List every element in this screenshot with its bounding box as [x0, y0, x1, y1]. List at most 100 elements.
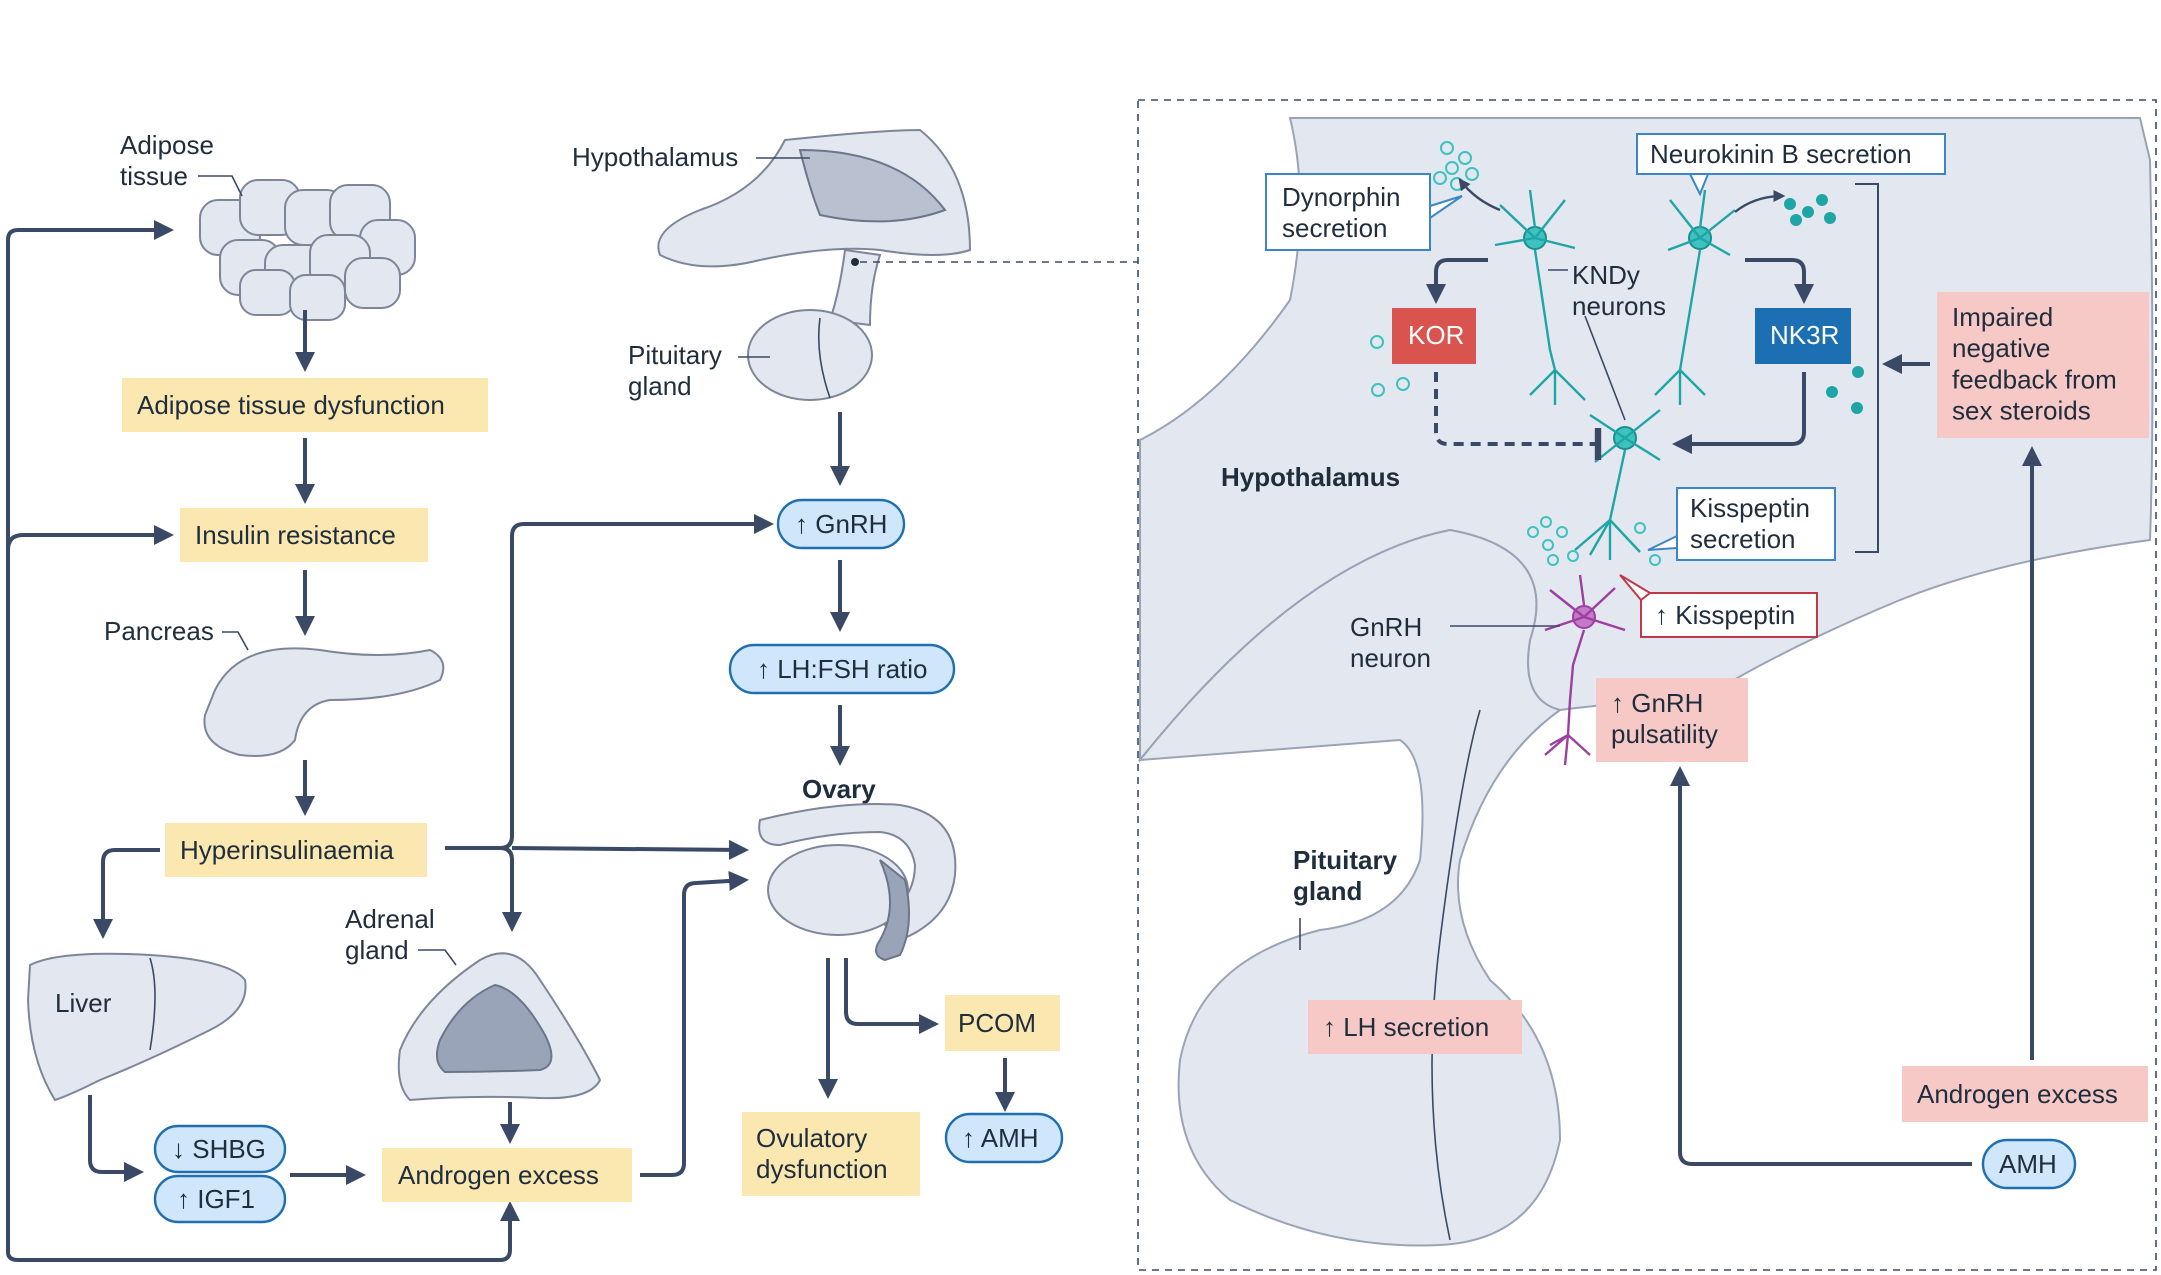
androgen-excess-box-right: [1902, 1066, 2148, 1122]
arrow-androgen-to-ovary: [640, 870, 749, 1177]
neurokinin-text: Neurokinin B secretion: [1650, 139, 1912, 169]
gnrh-neuron-illustration: [1544, 574, 1626, 766]
insulin-resistance-text: Insulin resistance: [195, 520, 396, 550]
pituitary-divide: [817, 317, 831, 399]
dynorphin-granules: [1370, 141, 1479, 397]
amh-pill-right: [1981, 1138, 2077, 1190]
androgen-excess-text-right: Androgen excess: [1917, 1079, 2118, 1109]
kisspeptin-up-callout: [1640, 592, 1818, 638]
kor-text: KOR: [1408, 320, 1464, 350]
hypothalamus-inner: [798, 148, 947, 223]
liver-label: Liver: [55, 988, 112, 1018]
hypothalamus-label-middle: Hypothalamus: [572, 142, 738, 172]
arrow-liver-to-shbg: [88, 1095, 144, 1182]
amh-text-middle: ↑ AMH: [962, 1123, 1039, 1153]
nk3r-text: NK3R: [1770, 320, 1839, 350]
kndy-bracket: [1855, 183, 1879, 553]
pancreas-label: Pancreas: [104, 616, 214, 646]
pituitary-stalk: [828, 248, 882, 327]
nk3r-box: [1755, 308, 1851, 364]
pcom-box: [945, 995, 1060, 1051]
ovary-label: Ovary: [802, 774, 876, 804]
shbg-text: ↓ SHBG: [172, 1134, 266, 1164]
loop-arrow-to-adipose: [6, 220, 174, 1252]
adrenal-medulla: [435, 983, 553, 1074]
gnrh-pill: [776, 498, 906, 550]
arrow-hyper-to-ovary: [511, 839, 749, 860]
adrenal-leader: [418, 949, 457, 966]
loop-bottom-line: [6, 1201, 520, 1262]
dynorphin-release-arrow: [1458, 178, 1501, 212]
ovulatory-box: [742, 1112, 920, 1196]
arrow-kndy1-to-kor: [1426, 258, 1488, 304]
kisspeptin-granules: [1527, 516, 1661, 566]
hyperinsulinaemia-box: [165, 823, 427, 877]
igf1-text: ↑ IGF1: [177, 1184, 255, 1214]
kisspeptin-up-callout-tail: [1619, 574, 1652, 602]
amh-pill-middle: [944, 1112, 1064, 1164]
neurokinin-callout: [1636, 133, 1946, 175]
zoomed-hypothalamus-illustration: [1137, 117, 2154, 1247]
arrow-amh-to-gnrh-pulsatility: [1670, 766, 1972, 1166]
arrow-hyper-to-gnrh: [445, 514, 774, 850]
ovary-illustration: [758, 803, 957, 962]
kndy-neuron-3: [1574, 409, 1661, 560]
kor-box: [1392, 308, 1476, 364]
androgen-excess-text-left: Androgen excess: [398, 1160, 599, 1190]
adipose-dysfunction-text: Adipose tissue dysfunction: [137, 390, 445, 420]
gnrh-text: ↑ GnRH: [795, 509, 887, 539]
adipose-leader: [198, 175, 243, 197]
adipose-dysfunction-box: [122, 378, 488, 432]
arrow-hyper-to-liver: [93, 848, 160, 939]
pcom-text: PCOM: [958, 1008, 1036, 1038]
lh-secretion-text: ↑ LH secretion: [1323, 1012, 1489, 1042]
lh-fsh-pill: [728, 643, 956, 695]
arrow-hyper-to-adrenal: [445, 846, 522, 932]
kndy-neuron-1: [1494, 189, 1586, 405]
nk3r-stimulate-arrow: [1672, 372, 1806, 454]
kndy-neuron-2: [1654, 189, 1736, 405]
lh-secretion-box: [1308, 1000, 1522, 1054]
kndy-leader-2: [1584, 315, 1626, 421]
adipose-tissue-illustration: [199, 179, 416, 321]
neurokinin-granules: [1784, 194, 1864, 414]
shbg-pill: [153, 1124, 287, 1174]
lh-fsh-text: ↑ LH:FSH ratio: [757, 654, 928, 684]
zoom-panel-frame: [1137, 99, 2157, 1271]
kisspeptin-up-text: ↑ Kisspeptin: [1655, 600, 1795, 630]
neurokinin-callout-tail: [1688, 173, 1710, 197]
kisspeptin-secretion-callout: [1676, 487, 1836, 561]
androgen-excess-box-left: [382, 1148, 632, 1202]
hypothalamus-label-right: Hypothalamus: [1221, 462, 1400, 492]
amh-text-right: AMH: [1999, 1149, 2057, 1179]
pancreas-illustration: [203, 647, 445, 757]
arrow-kndy2-to-nk3r: [1745, 258, 1814, 304]
hyperinsulinaemia-text: Hyperinsulinaemia: [180, 835, 394, 865]
hypothalamus-focus-dot: [851, 258, 859, 266]
arrow-ovary-to-pcom: [844, 958, 939, 1034]
insulin-resistance-box: [180, 508, 428, 562]
liver-illustration: [26, 952, 247, 1102]
pancreas-leader: [222, 631, 249, 651]
dynorphin-callout-tail: [1429, 195, 1463, 220]
impaired-feedback-box: [1937, 292, 2149, 438]
loop-arrow-to-insulin: [6, 525, 174, 551]
igf1-pill: [153, 1174, 287, 1224]
pituitary-gland-illustration: [747, 309, 873, 401]
liver-lobe-line: [149, 957, 156, 1051]
dynorphin-callout: [1265, 173, 1431, 251]
neurokinin-release-arrow: [1734, 190, 1786, 213]
kor-inhibit-line: [1434, 372, 1602, 460]
